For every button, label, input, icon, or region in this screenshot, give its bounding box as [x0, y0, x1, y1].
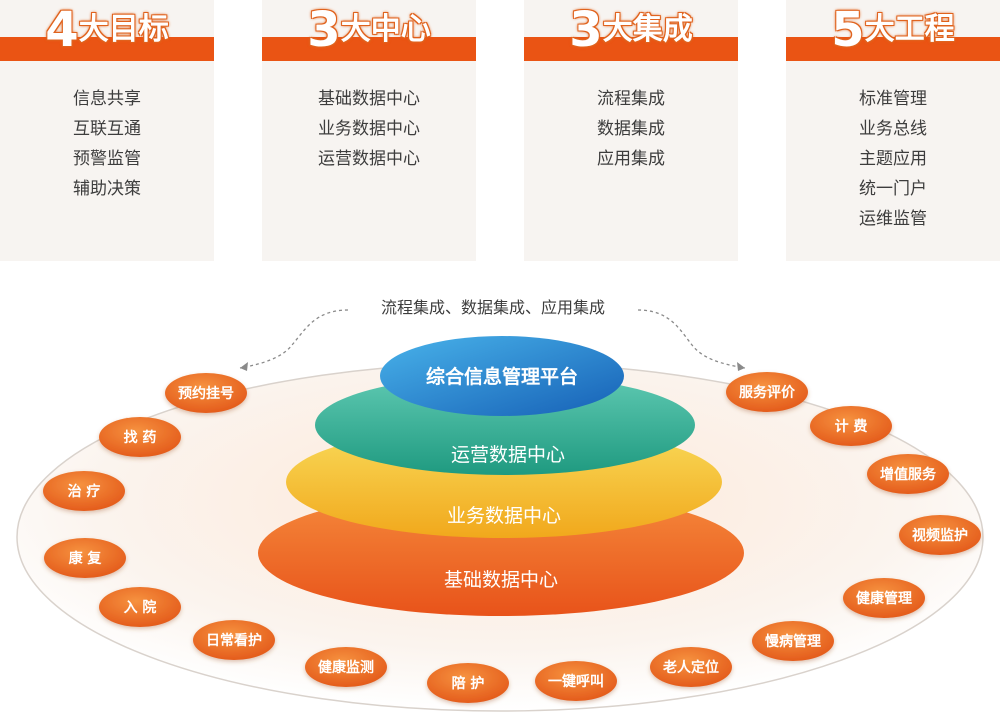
card-item: 统一门户 — [859, 179, 927, 199]
svg-text:治 疗: 治 疗 — [68, 483, 101, 500]
card-item: 流程集成 — [597, 89, 665, 109]
svg-text:健康监测: 健康监测 — [318, 659, 374, 676]
svg-text:陪 护: 陪 护 — [452, 675, 485, 692]
svg-text:计 费: 计 费 — [835, 418, 868, 435]
card-item-list: 标准管理 业务总线 主题应用 统一门户 运维监管 — [786, 84, 1000, 234]
svg-text:找 药: 找 药 — [124, 429, 157, 446]
card-item: 标准管理 — [859, 89, 927, 109]
service-pill: 一键呼叫 — [535, 661, 617, 701]
card-item: 信息共享 — [73, 89, 141, 109]
svg-text:服务评价: 服务评价 — [739, 384, 796, 401]
service-pill: 增值服务 — [867, 454, 949, 494]
service-pill: 康 复 — [44, 538, 126, 578]
card-centers: 3大中心 基础数据中心 业务数据中心 运营数据中心 — [262, 0, 476, 261]
svg-text:预约挂号: 预约挂号 — [178, 385, 234, 402]
service-pill: 视频监护 — [899, 515, 981, 555]
card-item: 数据集成 — [597, 119, 665, 139]
svg-text:日常看护: 日常看护 — [206, 632, 262, 649]
layer-label: 运营数据中心 — [451, 444, 565, 466]
card-item-list: 基础数据中心 业务数据中心 运营数据中心 — [262, 84, 476, 174]
layer-label: 业务数据中心 — [447, 505, 561, 527]
card-title: 3大中心 — [307, 2, 431, 58]
service-pill: 健康管理 — [843, 578, 925, 618]
layer-label: 基础数据中心 — [444, 569, 558, 591]
svg-text:老人定位: 老人定位 — [663, 659, 719, 676]
svg-text:康 复: 康 复 — [69, 550, 103, 567]
card-title: 4大目标 — [45, 2, 169, 58]
card-item: 主题应用 — [859, 149, 927, 169]
card-item: 业务数据中心 — [318, 119, 420, 139]
card-integrations: 3大集成 流程集成 数据集成 应用集成 — [524, 0, 738, 261]
card-item: 基础数据中心 — [318, 89, 420, 109]
arrowhead-left-icon — [240, 362, 248, 371]
card-item: 辅助决策 — [73, 179, 141, 199]
service-pill: 陪 护 — [427, 663, 509, 703]
svg-text:视频监护: 视频监护 — [912, 527, 968, 544]
svg-text:一键呼叫: 一键呼叫 — [548, 673, 604, 690]
service-pill: 健康监测 — [305, 647, 387, 687]
card-goals: 4大目标 信息共享 互联互通 预警监管 辅助决策 — [0, 0, 214, 261]
service-pill: 慢病管理 — [752, 621, 834, 661]
arrow-left — [239, 309, 349, 369]
service-pill: 入 院 — [99, 587, 181, 627]
top-platform-label: 综合信息管理平台 — [426, 365, 578, 388]
service-pill: 计 费 — [810, 406, 892, 446]
card-title-band — [262, 37, 476, 61]
svg-text:健康管理: 健康管理 — [856, 590, 912, 607]
card-item: 预警监管 — [73, 149, 141, 169]
card-title-band — [786, 37, 1000, 61]
service-pill: 找 药 — [99, 417, 181, 457]
diagram-caption: 流程集成、数据集成、应用集成 — [381, 298, 605, 317]
svg-text:入 院: 入 院 — [124, 599, 157, 616]
card-title: 3大集成 — [569, 2, 693, 58]
arrowhead-right-icon — [737, 362, 745, 371]
svg-text:增值服务: 增值服务 — [880, 466, 937, 483]
card-title-band — [0, 37, 214, 61]
service-pill: 日常看护 — [193, 620, 275, 660]
top-platform — [380, 336, 624, 416]
service-pill: 服务评价 — [726, 372, 808, 412]
svg-text:慢病管理: 慢病管理 — [765, 633, 821, 650]
arrow-right — [637, 309, 746, 369]
card-item: 运维监管 — [859, 209, 927, 229]
card-item: 互联互通 — [73, 119, 141, 139]
service-pill: 老人定位 — [650, 647, 732, 687]
card-title-band — [524, 37, 738, 61]
card-item: 运营数据中心 — [318, 149, 420, 169]
card-title: 5大工程 — [831, 2, 955, 58]
card-item: 应用集成 — [597, 149, 665, 169]
card-item-list: 流程集成 数据集成 应用集成 — [524, 84, 738, 174]
card-item: 业务总线 — [859, 119, 927, 139]
service-pill: 治 疗 — [43, 471, 125, 511]
card-item-list: 信息共享 互联互通 预警监管 辅助决策 — [0, 84, 214, 204]
service-pill: 预约挂号 — [165, 373, 247, 413]
card-projects: 5大工程 标准管理 业务总线 主题应用 统一门户 运维监管 — [786, 0, 1000, 261]
